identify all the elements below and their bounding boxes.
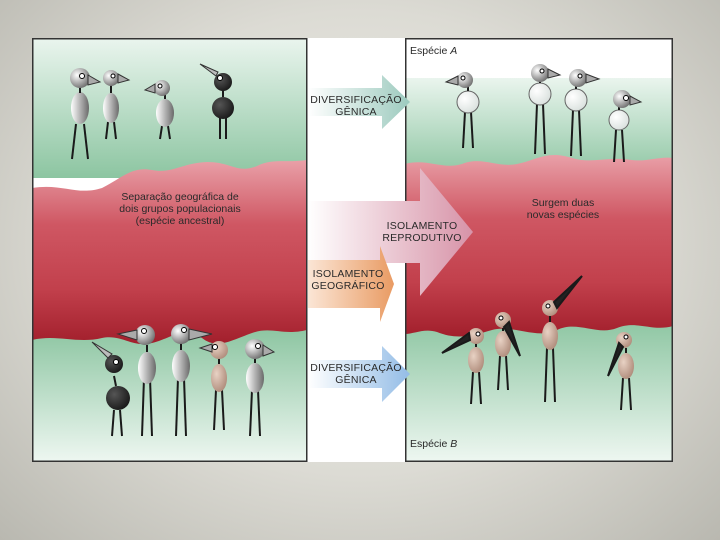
- arrow-geographic-line: GEOGRÁFICO: [311, 280, 385, 292]
- ancestral-bird: [116, 325, 156, 437]
- ancestral-bird: [245, 339, 276, 437]
- arrow-reproductive-line: ISOLAMENTO: [386, 220, 458, 232]
- ancestral-bird: [91, 341, 130, 437]
- species-a-bird: [608, 90, 643, 163]
- ancestral-bird: [199, 63, 234, 139]
- speciation-figure: Separação geográfica de dois grupos popu…: [32, 38, 673, 462]
- arrow-diversification-top: [308, 75, 410, 129]
- species-b-label: Espécie B: [410, 438, 457, 450]
- arrow-reproductive-label: ISOLAMENTO REPRODUTIVO: [372, 220, 472, 244]
- species-b-bird: [542, 275, 583, 403]
- species-b-letter: B: [450, 438, 458, 450]
- species-a-bird: [528, 64, 562, 155]
- species-a-bird: [444, 72, 480, 149]
- separation-label-line: (espécie ancestral): [135, 215, 225, 227]
- separation-label: Separação geográfica de dois grupos popu…: [110, 191, 250, 227]
- ancestral-bird: [70, 68, 102, 160]
- species-b-bird: [495, 312, 521, 391]
- species-b-bird: [607, 332, 634, 411]
- arrow-geographic-line: ISOLAMENTO: [312, 268, 384, 280]
- left-panel-border: [32, 38, 308, 462]
- new-species-line: Surgem duas: [531, 197, 595, 209]
- arrow-geographic-isolation: [308, 246, 394, 322]
- river: [32, 160, 307, 345]
- species-a-letter: A: [450, 45, 458, 57]
- species-a-label: Espécie A: [410, 45, 457, 57]
- river-right: [405, 154, 673, 337]
- species-a-prefix: Espécie: [410, 45, 448, 57]
- ancestral-bird: [103, 70, 131, 140]
- arrow-reproductive-isolation: [308, 168, 473, 296]
- species-a-bird: [564, 69, 601, 157]
- arrow-diversification-bottom: [308, 346, 410, 402]
- arrow-top-line: DIVERSIFICAÇÃO: [310, 94, 402, 106]
- arrow-top-label: DIVERSIFICAÇÃO GÊNICA: [308, 94, 404, 118]
- new-species-label: Surgem duas novas espécies: [518, 197, 608, 221]
- arrow-top-line: GÊNICA: [335, 106, 377, 118]
- species-b-bird: [441, 328, 484, 405]
- separation-label-line: Separação geográfica de: [121, 191, 239, 203]
- ancestral-bird: [171, 324, 213, 437]
- arrow-bottom-line: GÊNICA: [335, 374, 377, 386]
- arrow-reproductive-line: REPRODUTIVO: [382, 232, 462, 244]
- ancestral-bird: [198, 341, 228, 431]
- species-b-prefix: Espécie: [410, 438, 448, 450]
- separation-label-line: dois grupos populacionais: [119, 203, 241, 215]
- arrow-bottom-line: DIVERSIFICAÇÃO: [310, 362, 402, 374]
- arrow-geographic-label: ISOLAMENTO GEOGRÁFICO: [308, 268, 388, 292]
- arrow-bottom-label: DIVERSIFICAÇÃO GÊNICA: [308, 362, 404, 386]
- ancestral-bird: [143, 80, 174, 140]
- new-species-line: novas espécies: [526, 209, 600, 221]
- figure-drawing: [32, 38, 673, 462]
